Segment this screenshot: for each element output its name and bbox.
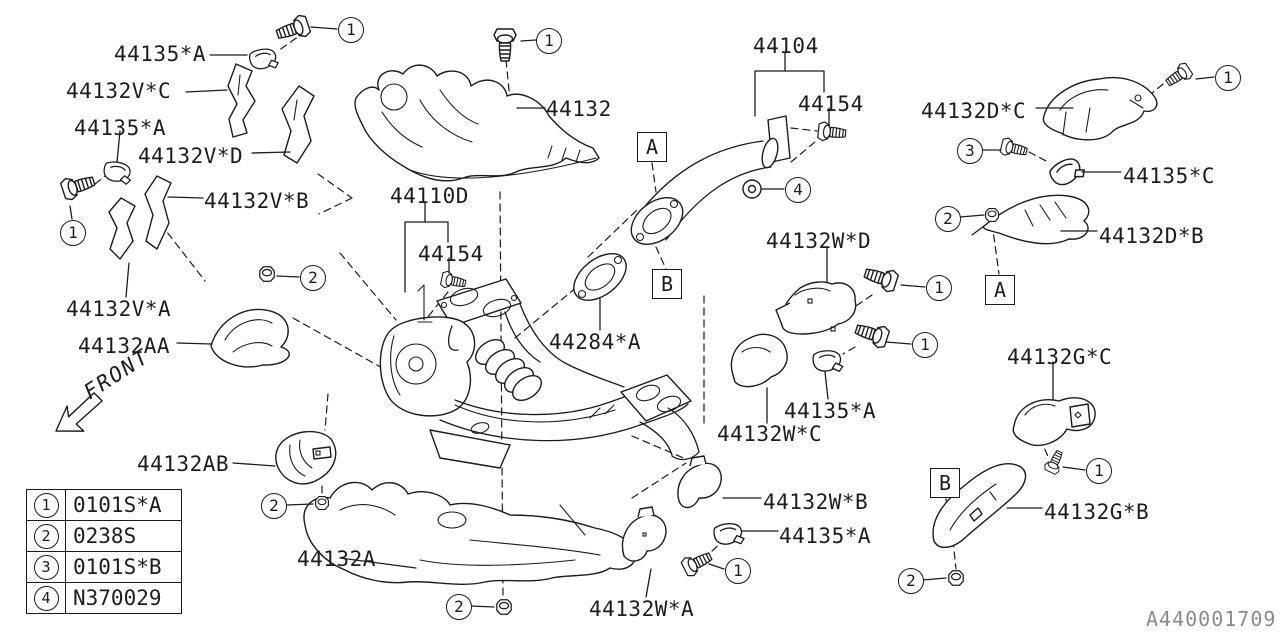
callout-circle: 1 [60,220,86,246]
part-label: 44132 [546,97,612,121]
bolt-icon [816,120,848,144]
nut-icon [315,496,329,510]
part-44284a-gasket [573,253,627,301]
part-label: 44132AA [78,334,171,358]
legend-callout-circle: 3 [33,554,59,580]
part-label: 44132AB [137,452,230,476]
callout-circle: 2 [935,206,961,232]
legend-table: 1 0101S*A 2 0238S 3 0101S*B 4 N370029 [26,489,182,614]
part-label: 44132W*B [763,490,869,514]
ref-box: A [985,275,1015,305]
part-label: 44284*A [549,330,642,354]
part-label: 44132G*B [1044,500,1150,524]
part-44104-front-pipe [630,115,791,246]
part-label: 44132V*A [66,297,172,321]
ref-box: A [637,132,667,162]
part-label: 44132V*C [66,79,172,103]
part-44132d-g-shields [932,77,1158,548]
front-arrow-icon [55,392,103,432]
callout-circle: 2 [261,493,287,519]
part-label: 44132W*A [589,597,695,621]
part-label: 44132A [297,547,376,571]
clamp-icon [247,46,280,73]
part-label: 44132G*C [1007,345,1113,369]
legend-code-cell: 0238S [73,524,137,548]
part-44110d-manifold-assembly [379,278,700,469]
clamp-icon [101,159,134,186]
part-label: 44132V*D [138,144,244,168]
part-label: 44132W*D [766,229,872,253]
part-label: 44110D [390,184,469,208]
part-label: 44135*C [1123,164,1216,188]
part-44132aa-cover [210,308,290,368]
legend-row: 3 0101S*B [27,552,181,583]
legend-row: 1 0101S*A [27,490,181,521]
legend-num-cell: 2 [27,521,66,551]
part-label: 44104 [753,34,819,58]
part-label: 44132D*C [921,99,1027,123]
nut-icon [948,570,964,586]
callout-circle: 1 [338,17,364,43]
clamp-icon [811,348,844,375]
legend-row: 2 0238S [27,521,181,552]
bolt-icon [493,28,517,62]
nut-icon [985,208,999,222]
bolt-icon [861,261,900,295]
callout-circle: 1 [1086,458,1112,484]
legend-callout-circle: 1 [33,492,59,518]
legend-row: 4 N370029 [27,583,181,613]
callout-circle: 4 [785,177,811,203]
nut-icon [496,599,512,615]
part-44132-upper-heat-shield [354,64,600,182]
diagram-code: A440001709 [1146,607,1277,631]
washer-icon [742,179,762,199]
part-label: 44135*A [114,42,207,66]
part-label: 44135*A [779,524,872,548]
bolt-icon [1162,60,1195,91]
part-label: 44135*A [784,399,877,423]
part-label: 44135*A [74,116,167,140]
callout-circle: 2 [898,568,924,594]
bolt-icon [998,136,1030,161]
legend-code-cell: N370029 [73,586,162,610]
callout-circle: 1 [926,275,952,301]
clamp-icon [1046,153,1088,192]
part-label: 44154 [418,242,484,266]
legend-num-cell: 4 [27,583,66,613]
part-44132v-shield-strips [108,63,315,260]
callout-circle: 2 [446,594,472,620]
legend-num-cell: 3 [27,552,66,582]
legend-callout-circle: 4 [33,585,59,611]
callout-circle: 3 [957,138,983,164]
ref-box: B [652,269,682,299]
callout-circle: 1 [1215,65,1241,91]
nut-icon [259,266,275,282]
leader-lines [69,26,1215,608]
bolt-icon [59,169,98,203]
callout-circle: 1 [912,332,938,358]
bolt-icon [852,317,891,351]
bolt-icon [679,546,716,579]
part-label: 44132W*C [717,422,823,446]
part-44132w-shields [621,281,857,562]
ref-box: B [930,468,960,498]
legend-num-cell: 1 [27,490,66,520]
part-label: 44154 [798,92,864,116]
part-label: 44132V*B [204,189,310,213]
legend-callout-circle: 2 [33,523,59,549]
part-label: 44132D*B [1099,224,1205,248]
callout-circle: 1 [536,28,562,54]
callout-circle: 2 [300,265,326,291]
legend-code-cell: 0101S*B [73,555,162,579]
clamp-icon [712,521,746,548]
part-44132ab-cover [275,430,337,485]
legend-code-cell: 0101S*A [73,493,162,517]
callout-circle: 1 [725,558,751,584]
